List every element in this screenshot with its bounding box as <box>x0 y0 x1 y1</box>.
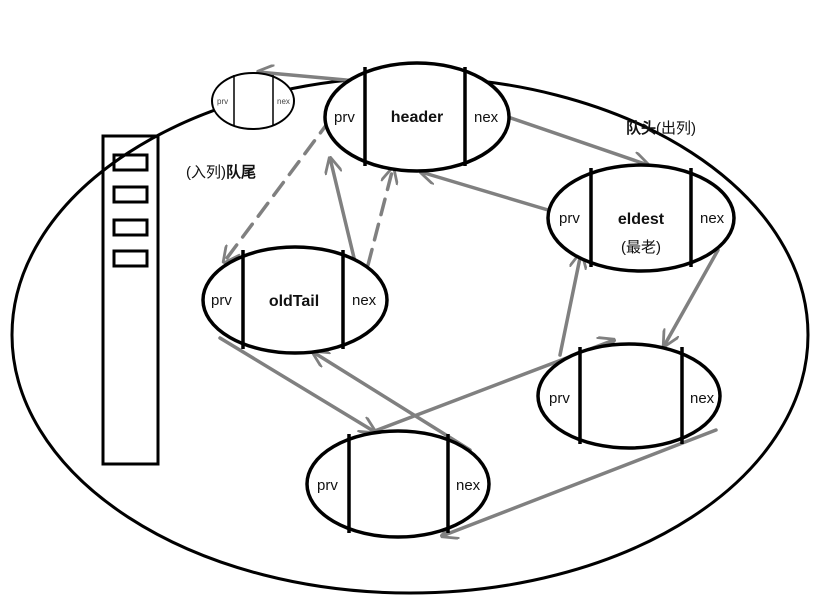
eldest-node-title: eldest <box>618 211 665 228</box>
arrow-right-to-bottom <box>442 428 718 536</box>
right-node-nex: nex <box>690 390 715 407</box>
arrow-oldtail-to-bottom <box>218 336 375 432</box>
queue-head-label: 队头 <box>626 119 656 137</box>
stack-slot <box>112 218 149 237</box>
header-node-prv: prv <box>334 109 355 126</box>
arrow-header-to-eldest <box>506 115 648 165</box>
eldest-node-subtitle: (最老) <box>621 239 661 256</box>
stack-slot <box>112 249 149 268</box>
queue-tail-label: 队尾 <box>226 163 256 181</box>
bottom-node-ellipse <box>305 429 491 539</box>
stack-slot <box>112 185 149 204</box>
arrow-header-to-mini <box>258 72 348 80</box>
eldest-node-prv: prv <box>559 210 580 227</box>
arrow-right-to-eldest <box>558 253 581 357</box>
oldtail-node-prv: prv <box>211 292 232 309</box>
mini-node: prv nex <box>211 72 295 130</box>
arrows <box>218 72 720 536</box>
mini-node-nex: nex <box>277 97 290 106</box>
arrow-oldtail-to-header <box>330 158 357 264</box>
arrow-eldest-to-header <box>421 172 550 212</box>
arrow-oldtail-to-header-dashed <box>366 168 393 267</box>
queue-tail-note: (入列) <box>186 164 226 181</box>
stack-slot <box>112 153 149 172</box>
header-node-ellipse <box>323 61 511 173</box>
oldtail-node-ellipse <box>201 245 389 355</box>
header-node-nex: nex <box>474 109 499 126</box>
stack-frame <box>101 134 160 466</box>
queue-tail-caption: (入列)队尾 <box>186 163 256 181</box>
arrow-eldest-to-right <box>664 248 720 346</box>
stack-block <box>101 134 160 466</box>
oldtail-node-nex: nex <box>352 292 377 309</box>
arrow-bottom-to-oldtail <box>313 352 472 452</box>
arrow-header-to-oldtail-dashed <box>224 118 332 262</box>
right-node-prv: prv <box>549 390 570 407</box>
right-node: prv nex <box>536 342 722 450</box>
eldest-node-ellipse <box>546 163 736 273</box>
oldtail-node-title: oldTail <box>269 293 319 310</box>
header-node: prv header nex <box>323 61 511 173</box>
queue-head-caption: 队头(出列) <box>626 119 696 137</box>
right-node-ellipse <box>536 342 722 450</box>
eldest-node-nex: nex <box>700 210 725 227</box>
oldtail-node: prv oldTail nex <box>201 245 389 355</box>
mini-node-prv: prv <box>217 97 228 106</box>
bottom-node-prv: prv <box>317 477 338 494</box>
eldest-node: prv eldest (最老) nex <box>546 163 736 273</box>
queue-head-note: (出列) <box>656 120 696 137</box>
bottom-node: prv nex <box>305 429 491 539</box>
bottom-node-nex: nex <box>456 477 481 494</box>
header-node-title: header <box>391 109 443 126</box>
